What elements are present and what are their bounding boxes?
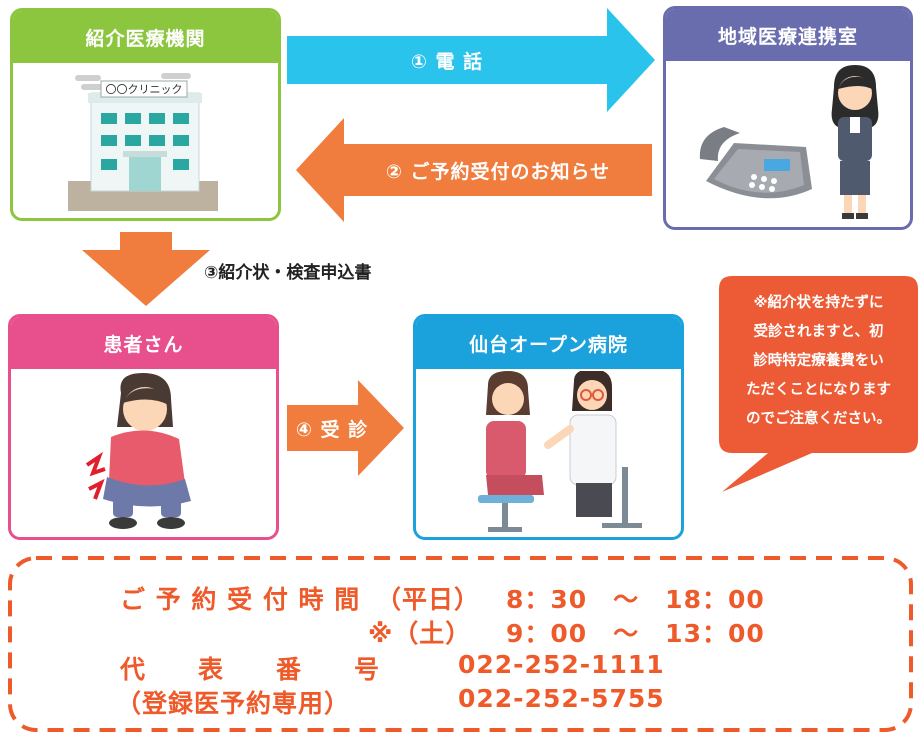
sick-patient-icon <box>85 373 191 529</box>
hospital-box: 仙台オープン病院 <box>413 314 684 540</box>
clinic-building-icon: 〇〇クリニック <box>68 73 218 211</box>
clinic-sign: 〇〇クリニック <box>106 83 183 96</box>
referring-clinic-title: 紹介医療機関 <box>13 11 278 63</box>
referring-clinic-box: 紹介医療機関 〇〇クリニック <box>10 8 281 221</box>
staff-woman-icon <box>831 65 879 219</box>
doctor-consultation-icon <box>478 371 642 532</box>
reservation-number-label: （登録医予約専用） <box>116 689 351 718</box>
patient-title: 患者さん <box>11 317 276 369</box>
main-number-label: 代 表 番 号 <box>120 655 381 684</box>
reception-hours-label: ご 予 約 受 付 時 間 <box>120 585 361 614</box>
warning-note-line-5: のでご注意ください。 <box>746 411 891 427</box>
telephone-icon <box>699 127 812 199</box>
patient-box: 患者さん <box>8 314 279 540</box>
warning-note-line-4: ただくことになります <box>746 382 891 398</box>
reservation-phone-number: 022-252-5755 <box>458 684 665 713</box>
hospital-title: 仙台オープン病院 <box>416 317 681 369</box>
weekday-label: （平日） <box>376 585 481 614</box>
warning-note-line-3: 診時特定療養費をい <box>753 353 884 369</box>
step-visit-label: ④ 受 診 <box>295 418 369 441</box>
saturday-label: ※（土） <box>368 619 472 648</box>
regional-liaison-box: 地域医療連携室 <box>663 6 913 230</box>
main-phone-number: 022-252-1111 <box>458 650 665 679</box>
step-notice-label: ② ご予約受付のお知らせ <box>385 160 611 183</box>
step-documents-label: ③紹介状・検査申込書 <box>204 263 372 283</box>
saturday-hours: 9：00 ～ 13：00 <box>506 619 765 648</box>
warning-note-line-1: ※紹介状を持たずに <box>753 295 884 311</box>
regional-liaison-title: 地域医療連携室 <box>666 9 910 61</box>
weekday-hours: 8：30 ～ 18：00 <box>506 585 765 614</box>
step-phone-label: ① 電 話 <box>410 50 484 73</box>
warning-note-line-2: 受診されますと、初 <box>753 324 884 340</box>
